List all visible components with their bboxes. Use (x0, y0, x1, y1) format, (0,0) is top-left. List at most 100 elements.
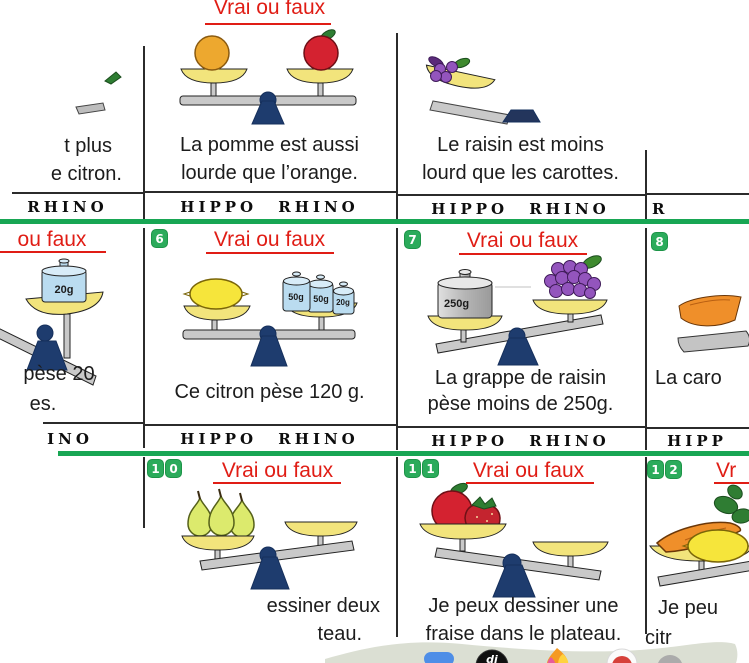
card-title: Vrai ou faux (213, 0, 326, 19)
title-underline (206, 252, 334, 254)
card-title: Vr (716, 459, 737, 482)
card-statement: Le raisin est moins (437, 134, 604, 156)
leaf-fragment-icon (75, 71, 122, 115)
card-footer-line (396, 194, 645, 196)
title-underline (714, 482, 749, 484)
card-statement: fraise dans le plateau. (425, 623, 622, 645)
card-statement: pèse moins de 250g. (427, 393, 614, 415)
lemon-icon (687, 529, 749, 563)
badge-digit: 6 (151, 229, 168, 248)
row-separator-green (0, 219, 749, 224)
brand-footer: HIPPO RHINO (180, 430, 359, 448)
balance-scale-lemon-weights: 50g 50g 20g (182, 271, 358, 367)
carrot-lemon-pan-fragment (649, 484, 749, 587)
grid-vline (143, 46, 145, 219)
card-statement: t plus (64, 135, 112, 157)
weight-set-icon: 50g 50g 20g (282, 271, 355, 315)
grapes-pan-fragment (425, 56, 541, 125)
card-statement: citr (645, 627, 672, 649)
brand-footer: HIPPO RHINO (431, 432, 610, 450)
svg-text:250g: 250g (444, 298, 469, 310)
carrot-leaves-icon (713, 484, 749, 524)
svg-text:dj: dj (486, 653, 498, 663)
red-dot-app-icon[interactable] (606, 648, 638, 663)
card-title: Vrai ou faux (213, 228, 326, 251)
pears-icon (187, 488, 255, 538)
row-separator-green (58, 451, 749, 456)
flame-app-icon[interactable] (547, 648, 569, 663)
grid-vline (645, 457, 647, 634)
badge-digit: 8 (651, 232, 668, 251)
card-statement: lourd que les carottes. (422, 162, 619, 184)
card-statement: La caro (655, 367, 722, 389)
blue-app-icon[interactable] (424, 652, 454, 663)
grid-vline (396, 228, 398, 450)
card-title: Vrai ou faux (466, 229, 579, 252)
card-footer-line (143, 191, 396, 193)
balance-scale-20g-fragment: 20g (0, 258, 104, 386)
svg-text:50g: 50g (288, 292, 304, 302)
card-statement: La grappe de raisin (434, 367, 607, 389)
card-footer-line (143, 424, 396, 426)
title-underline (205, 23, 331, 25)
title-underline (459, 253, 587, 255)
title-underline (213, 482, 341, 484)
title-underline (0, 251, 106, 253)
grid-vline (396, 33, 398, 219)
orange-icon (194, 35, 230, 71)
card-title: Vrai ou faux (221, 459, 334, 482)
card-statement: Je peu (658, 597, 719, 619)
card-statement: es. (29, 393, 57, 415)
balance-scale-pears (181, 488, 358, 590)
grapes-icon (544, 255, 602, 299)
grid-vline (645, 150, 647, 219)
card-title: Vrai ou faux (472, 459, 585, 482)
badge-digit: 1 (147, 459, 164, 478)
brand-footer: R (652, 200, 669, 218)
card-statement: Ce citron pèse 120 g. (174, 381, 365, 403)
card-number-badge: 8 (651, 232, 668, 251)
card-statement: Je peux dessiner une (428, 595, 619, 617)
badge-digit: 7 (404, 230, 421, 249)
card-number-badge: 7 (404, 230, 421, 249)
title-underline (466, 482, 594, 484)
svg-text:20g: 20g (336, 298, 350, 307)
svg-text:50g: 50g (313, 294, 329, 304)
svg-text:20g: 20g (55, 284, 74, 296)
brand-footer: HIPPO RHINO (180, 198, 359, 216)
grid-vline (645, 228, 647, 450)
badge-digit: 1 (422, 459, 439, 478)
card-statement: essiner deux (266, 595, 380, 617)
badge-digit: 0 (165, 459, 182, 478)
brand-footer: RHINO (27, 198, 108, 216)
brand-footer: HIPPO RHINO (431, 200, 610, 218)
weight-20g-icon: 20g (41, 258, 87, 303)
card-statement: La pomme est aussi (180, 134, 359, 156)
balance-scale-250g-grapes: 250g (427, 255, 608, 366)
dock-icons: dj (424, 648, 683, 663)
balance-scale-apple-strawberry (419, 482, 609, 598)
card-footer-line (645, 193, 749, 195)
card-statement: pèse 20 (23, 363, 95, 385)
weight-250g-icon: 250g (437, 269, 493, 319)
balance-scale-orange-apple (179, 29, 357, 125)
card-footer-line (396, 426, 645, 428)
badge-digit: 1 (404, 459, 421, 478)
carrot-pan-fragment (677, 295, 749, 353)
grid-vline (143, 457, 145, 528)
card-footer-line (645, 427, 749, 429)
brand-footer: HIPP (667, 432, 727, 450)
dj-app-icon[interactable]: dj (475, 649, 509, 663)
badge-digit: 1 (647, 460, 664, 479)
badge-digit: 2 (665, 460, 682, 479)
gray-app-icon[interactable] (657, 655, 683, 663)
card-statement: teau. (317, 623, 362, 645)
page-curl-overlay (138, 528, 272, 663)
apple-icon (303, 35, 339, 71)
